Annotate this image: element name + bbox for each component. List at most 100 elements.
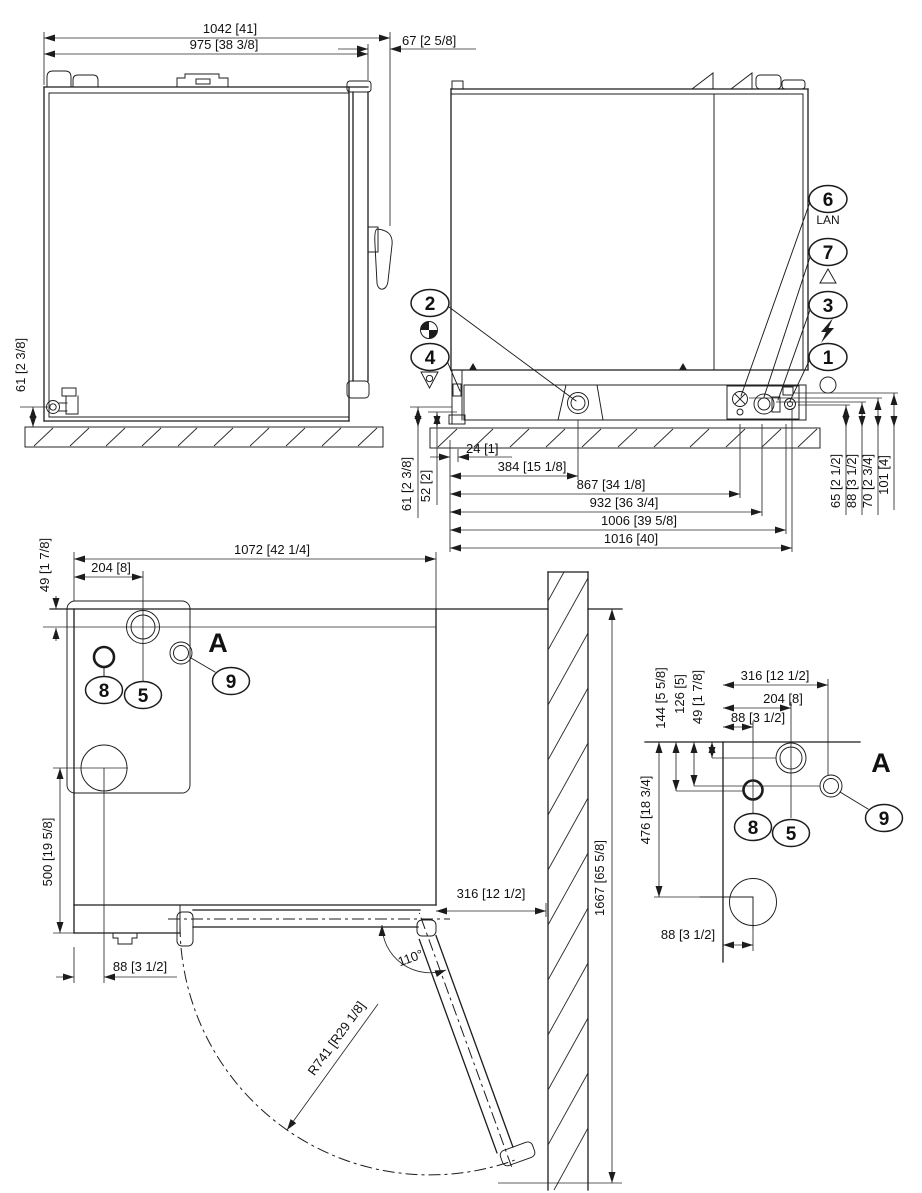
connection-box (726, 385, 800, 420)
plan-dimensions: 1072 [42 1/4] 204 [8] 49 [1 7/8] 500 [19… (37, 538, 622, 1184)
plan-door-open (418, 912, 536, 1167)
dim-88b-detail: 88 [3 1/2] (661, 927, 715, 942)
rear-view: 24 [1] 384 [15 1/8] 867 [34 1/8] 932 [36… (399, 72, 898, 552)
door-handle-plan (176, 911, 194, 947)
dim-316-detail: 316 [12 1/2] (741, 668, 810, 683)
plan-callouts: 8 5 9 A (84, 628, 251, 710)
plan-circle-8 (92, 645, 116, 669)
dim-144: 144 [5 5/8] (653, 667, 668, 728)
dim-88-detail: 88 [3 1/2] (731, 710, 785, 725)
detail-view-label-a: A (871, 748, 891, 778)
detail-circle-large (729, 878, 777, 926)
callout-3: 3 (777, 290, 848, 401)
dim-overall-depth: 1042 [41] (203, 21, 257, 36)
dim-65: 65 [2 1/2] (828, 454, 843, 508)
dim-204-detail: 204 [8] (763, 691, 803, 706)
rear-right-dimensions: 65 [2 1/2] 88 [3 1/2] 70 [2 3/4] 101 [4] (749, 392, 898, 515)
plan-foot (112, 932, 138, 945)
door-swing-arc: 110° R741 [R29 1/8] (179, 924, 516, 1176)
callout-4-number: 4 (425, 348, 436, 369)
dim-1667: 1667 [65 5/8] (592, 840, 607, 916)
vent-triangle-icon (819, 268, 837, 284)
dim-49-plan: 49 [1 7/8] (37, 538, 52, 592)
callout-6-number: 6 (823, 190, 834, 211)
plan-circle-9 (169, 641, 193, 665)
side-dimensions: 1042 [41] 975 [38 3/8] 67 [2 5/8] 61 [2 … (13, 21, 476, 427)
dim-867: 867 [34 1/8] (577, 477, 646, 492)
dim-1072: 1072 [42 1/4] (234, 542, 310, 557)
callout-2-number: 2 (425, 294, 436, 315)
dim-126: 126 [5] (672, 674, 687, 714)
center-of-gravity-icon (420, 321, 438, 339)
rear-top-fittings (690, 72, 806, 90)
rear-base (448, 369, 807, 425)
dim-384: 384 [15 1/8] (498, 459, 567, 474)
dim-88-plan: 88 [3 1/2] (113, 959, 167, 974)
plan-door-closed (168, 909, 450, 947)
vent-connector (753, 393, 775, 415)
dim-door-angle: 110° (396, 946, 426, 969)
callout-6: 6 LAN (740, 184, 848, 397)
floor-section-left (24, 426, 384, 448)
electrical-bolt-icon (821, 318, 834, 343)
drain-icon (420, 371, 439, 390)
callout-9-number: 9 (226, 672, 237, 693)
callout-1-number: 1 (823, 348, 834, 369)
callout-1: 1 (789, 342, 848, 402)
dim-1016: 1016 [40] (604, 531, 658, 546)
side-body (43, 86, 369, 422)
rear-left-dimensions: 61 [2 3/8] 52 [2] (399, 406, 457, 518)
rear-body (450, 80, 809, 371)
level-mark-icon (679, 363, 687, 370)
callout-3-number: 3 (823, 296, 834, 317)
callout-2: 2 (410, 288, 577, 402)
side-door (346, 80, 372, 399)
drain-outlet (567, 392, 589, 414)
plan-body (43, 608, 623, 945)
dim-316-plan: 316 [12 1/2] (457, 886, 526, 901)
lan-label: LAN (816, 213, 839, 227)
dim-24: 24 [1] (466, 441, 499, 456)
dim-204-plan: 204 [8] (91, 560, 131, 575)
callout-8-detail-number: 8 (748, 818, 759, 839)
dim-1006: 1006 [39 5/8] (601, 513, 677, 528)
detail-label-a: A (208, 628, 228, 658)
dim-52: 52 [2] (418, 470, 433, 503)
dim-932: 932 [36 3/4] (590, 495, 659, 510)
dim-476: 476 [18 3/4] (638, 776, 653, 845)
floor-section-right (429, 427, 821, 449)
dim-inlet-height: 61 [2 3/8] (13, 338, 28, 392)
callout-7: 7 (763, 237, 848, 398)
rear-bottom-dimensions: 24 [1] 384 [15 1/8] 867 [34 1/8] 932 [36… (430, 408, 793, 552)
dim-101: 101 [4] (876, 455, 891, 495)
wall-section (547, 571, 589, 1191)
door-handle (367, 226, 393, 290)
callout-5-number: 5 (138, 686, 149, 707)
dim-500: 500 [19 5/8] (40, 818, 55, 887)
dim-handle-depth: 67 [2 5/8] (402, 33, 456, 48)
dim-88-rear: 88 [3 1/2] (844, 454, 859, 508)
callout-5-detail-number: 5 (786, 824, 797, 845)
level-mark-icon (469, 363, 477, 370)
drain-panel (557, 384, 604, 421)
dim-body-depth: 975 [38 3/8] (190, 37, 259, 52)
callout-9-detail-number: 9 (879, 809, 890, 830)
callout-4: 4 (410, 342, 461, 392)
detail-callouts: 8 5 9 A (733, 748, 904, 848)
callout-7-number: 7 (823, 243, 834, 264)
electrical-connector (784, 398, 796, 410)
plan-view: 110° R741 [R29 1/8] 1072 [42 1/4] 204 [8… (37, 538, 623, 1191)
side-view: 1042 [41] 975 [38 3/8] 67 [2 5/8] 61 [2 … (13, 21, 476, 448)
side-top-fittings (46, 70, 229, 88)
dim-70: 70 [2 3/4] (860, 454, 875, 508)
dim-49-detail: 49 [1 7/8] (690, 670, 705, 724)
detail-dimensions: 316 [12 1/2] 204 [8] 88 [3 1/2] 144 [5 5… (638, 667, 829, 951)
water-connector (732, 391, 748, 407)
dim-door-radius: R741 [R29 1/8] (305, 999, 369, 1079)
dim-61-rear: 61 [2 3/8] (399, 457, 414, 511)
detail-view-a: 316 [12 1/2] 204 [8] 88 [3 1/2] 144 [5 5… (638, 667, 904, 963)
circle-symbol-icon (819, 376, 837, 394)
callout-8-number: 8 (99, 681, 110, 702)
